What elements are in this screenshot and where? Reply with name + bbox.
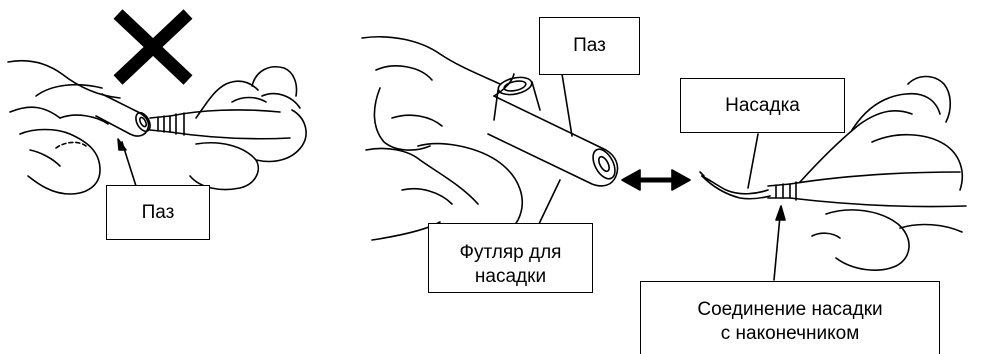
tip-label: Насадка	[680, 78, 845, 133]
groove-label-left-text: Паз	[141, 201, 175, 223]
groove-label-left: Паз	[106, 185, 210, 240]
left-right-hand	[189, 66, 307, 191]
connection-label-line1: Соединение насадки	[697, 298, 883, 320]
handpiece-tip	[699, 171, 771, 200]
connection-label-line2: с наконечником	[720, 322, 860, 344]
left-groove-arrow	[117, 138, 137, 187]
tip-case	[487, 73, 619, 187]
groove-right-pointer	[561, 73, 573, 137]
groove-label-right-text: Паз	[573, 35, 606, 56]
right-handpiece	[767, 171, 967, 208]
double-arrow-icon	[621, 169, 691, 191]
tip-pointer	[747, 133, 759, 189]
tip-case-label-line2: насадки	[474, 266, 547, 287]
left-handpiece	[149, 109, 291, 140]
right-hand	[799, 75, 964, 271]
cross-mark-icon	[113, 9, 193, 85]
groove-label-right: Паз	[539, 17, 640, 75]
left-hand-fingers	[7, 59, 121, 195]
left-tip-case	[95, 93, 151, 137]
tip-case-label: Футляр для насадки	[428, 223, 593, 293]
connection-arrow	[773, 205, 786, 281]
tip-label-text: Насадка	[725, 94, 800, 116]
connection-label: Соединение насадки с наконечником	[640, 281, 940, 354]
tip-case-label-line1: Футляр для	[459, 242, 562, 263]
tip-case-pointer	[537, 179, 561, 227]
